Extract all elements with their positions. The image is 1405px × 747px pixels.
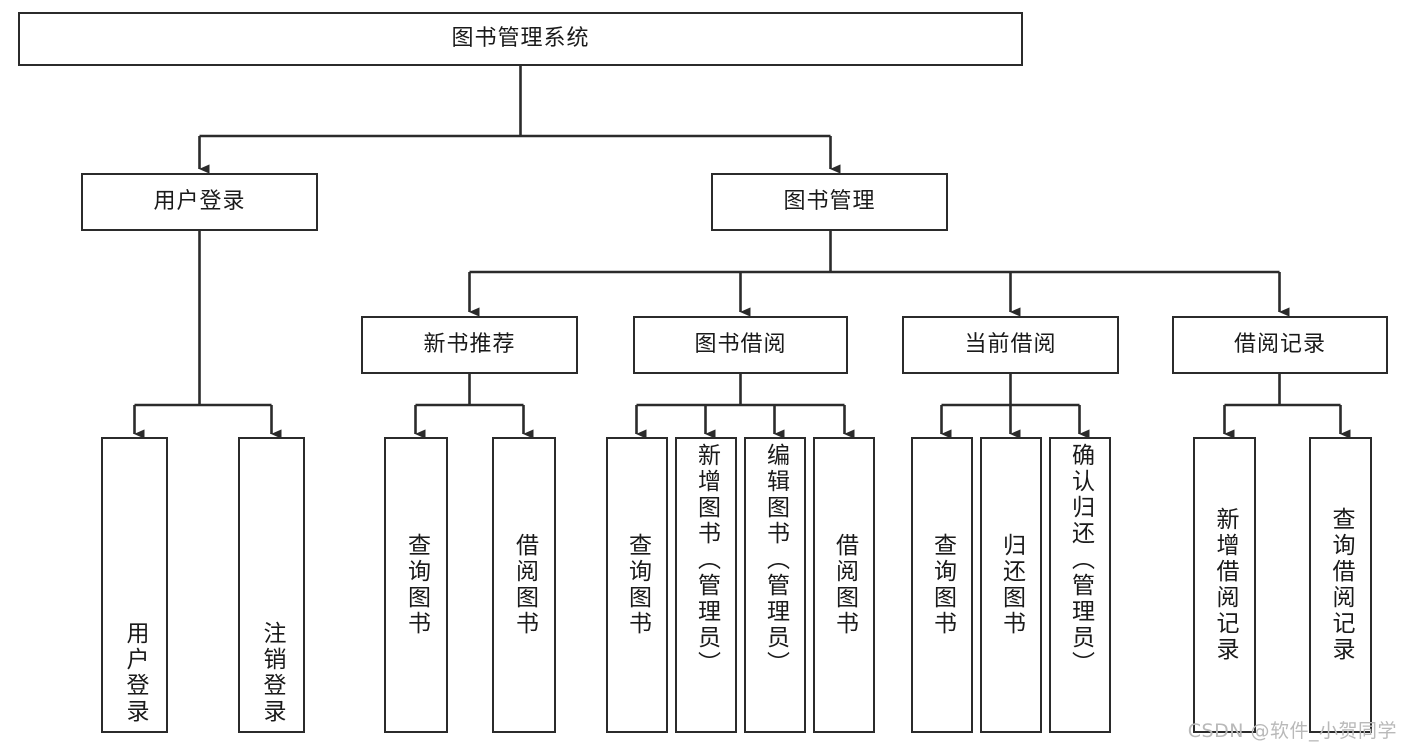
node-leaf-query-book-1[interactable]: 查询图书 (384, 437, 448, 733)
node-root[interactable]: 图书管理系统 (18, 12, 1023, 66)
node-leaf-query-book-2-label: 查询图书 (624, 533, 651, 637)
node-current-borrow[interactable]: 当前借阅 (902, 316, 1119, 374)
node-leaf-borrow-book-1-label: 借阅图书 (511, 533, 538, 637)
node-leaf-user-login[interactable]: 用户登录 (101, 437, 168, 733)
node-leaf-query-record-label: 查询借阅记录 (1328, 507, 1354, 663)
node-book-manage[interactable]: 图书管理 (711, 173, 948, 231)
node-user-login-label: 用户登录 (153, 189, 246, 215)
node-leaf-query-book-2[interactable]: 查询图书 (606, 437, 668, 733)
node-root-label: 图书管理系统 (451, 26, 590, 52)
node-borrow-record-label: 借阅记录 (1233, 332, 1326, 358)
node-leaf-return-book-label: 归还图书 (998, 533, 1025, 637)
node-book-manage-label: 图书管理 (783, 189, 876, 215)
node-user-login[interactable]: 用户登录 (81, 173, 318, 231)
node-leaf-confirm-return[interactable]: 确认归还（管理员） (1049, 437, 1111, 733)
node-leaf-borrow-book-2-label: 借阅图书 (831, 533, 858, 637)
node-leaf-query-record[interactable]: 查询借阅记录 (1309, 437, 1372, 733)
node-borrow-record[interactable]: 借阅记录 (1172, 316, 1388, 374)
node-leaf-add-book[interactable]: 新增图书（管理员） (675, 437, 737, 733)
node-leaf-borrow-book-1[interactable]: 借阅图书 (492, 437, 556, 733)
node-leaf-logout-label: 注销登录 (259, 621, 285, 725)
node-leaf-query-book-1-label: 查询图书 (403, 533, 430, 637)
node-leaf-user-login-label: 用户登录 (122, 621, 148, 725)
node-current-borrow-label: 当前借阅 (964, 332, 1057, 358)
node-new-book-recommend-label: 新书推荐 (423, 332, 516, 358)
node-leaf-confirm-return-label: 确认归还（管理员） (1067, 443, 1094, 677)
watermark-text: CSDN @软件_小贺同学 (1187, 720, 1397, 742)
node-leaf-return-book[interactable]: 归还图书 (980, 437, 1042, 733)
node-leaf-edit-book-label: 编辑图书（管理员） (762, 443, 789, 677)
node-leaf-logout[interactable]: 注销登录 (238, 437, 305, 733)
node-leaf-query-book-3-label: 查询图书 (929, 533, 956, 637)
node-leaf-add-book-label: 新增图书（管理员） (693, 443, 720, 677)
node-leaf-add-record[interactable]: 新增借阅记录 (1193, 437, 1256, 733)
node-book-borrow-label: 图书借阅 (694, 332, 787, 358)
node-new-book-recommend[interactable]: 新书推荐 (361, 316, 578, 374)
node-leaf-borrow-book-2[interactable]: 借阅图书 (813, 437, 875, 733)
node-book-borrow[interactable]: 图书借阅 (633, 316, 848, 374)
node-leaf-query-book-3[interactable]: 查询图书 (911, 437, 973, 733)
node-leaf-add-record-label: 新增借阅记录 (1212, 507, 1238, 663)
node-leaf-edit-book[interactable]: 编辑图书（管理员） (744, 437, 806, 733)
